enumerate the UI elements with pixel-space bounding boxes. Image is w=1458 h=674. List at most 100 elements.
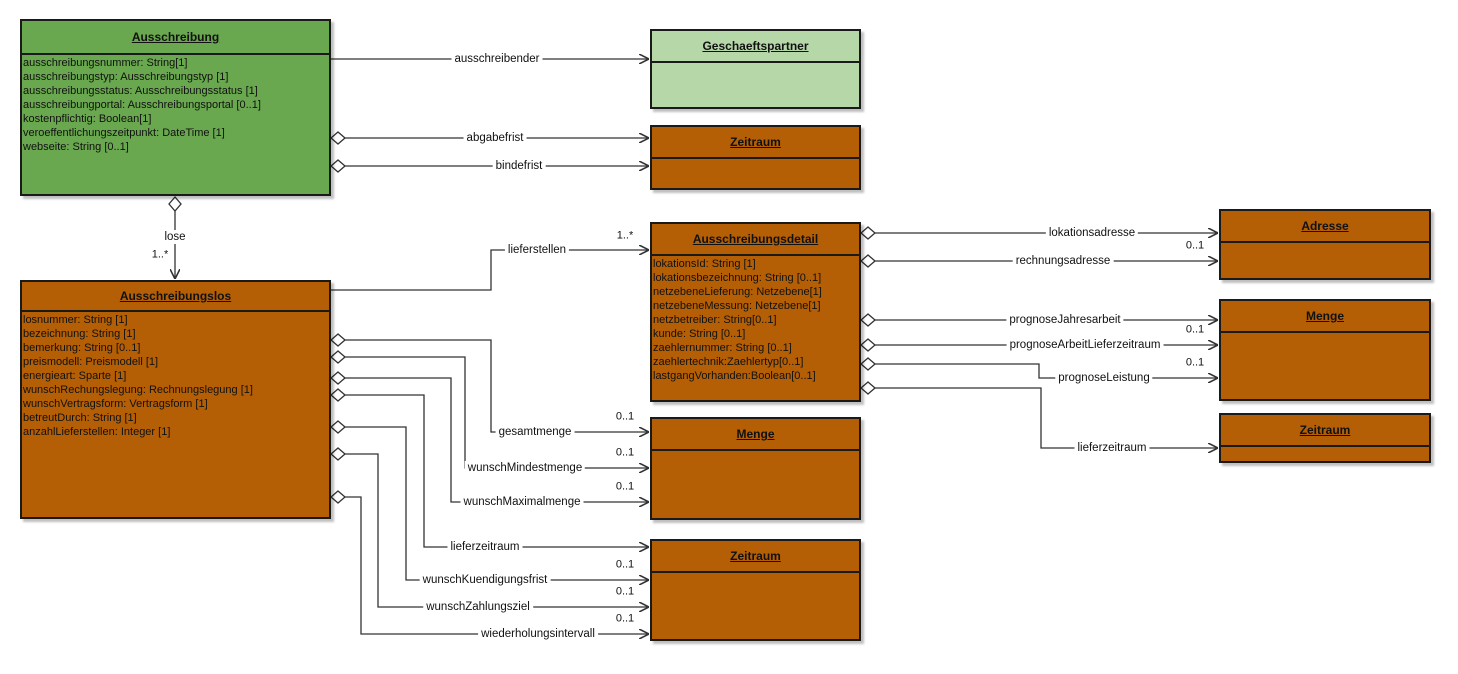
aggregation-diamond-icon (330, 350, 346, 364)
aggregation-diamond-icon (860, 226, 876, 240)
attribute: lokationsbezeichnung: String [0..1] (653, 272, 822, 284)
association-bindefrist (330, 159, 649, 173)
attribute: lokationsId: String [1] (653, 258, 756, 270)
aggregation-diamond-icon (168, 196, 182, 212)
multiplicity-gesamtmenge: 0..1 (615, 410, 635, 423)
multiplicity-wunschKuendigungsfrist: 0..1 (615, 558, 635, 571)
attribute: losnummer: String [1] (23, 314, 128, 326)
class-name: Ausschreibung (131, 30, 220, 44)
assoc-label-wunschZahlungsziel: wunschZahlungsziel (423, 600, 533, 614)
attribute: lastgangVorhanden:Boolean[0..1] (653, 370, 816, 382)
association-lieferzeitraum-detail (860, 381, 1218, 448)
class-geschaeftspartner[interactable]: Geschaeftspartner (650, 29, 861, 109)
assoc-label-wunschKuendigungsfrist: wunschKuendigungsfrist (419, 573, 551, 587)
class-divider (1221, 241, 1429, 243)
attribute: bezeichnung: String [1] (23, 328, 136, 340)
assoc-label-lieferstellen: lieferstellen (504, 243, 570, 257)
aggregation-diamond-icon (860, 338, 876, 352)
class-name: Ausschreibungslos (119, 289, 232, 303)
multiplicity-rechnungsadresse: 0..1 (1185, 239, 1205, 252)
attribute: bemerkung: String [0..1] (23, 342, 141, 354)
assoc-label-lose: lose (161, 230, 189, 244)
multiplicity-wunschZahlungsziel: 0..1 (615, 585, 635, 598)
attribute: netzbetreiber: String[0..1] (653, 314, 777, 326)
class-divider (652, 449, 859, 451)
attribute: ausschreibungstyp: Ausschreibungstyp [1] (23, 71, 229, 83)
attribute: ausschreibungportal: Ausschreibungsporta… (23, 99, 261, 111)
association-lokationsadresse (860, 226, 1218, 240)
multiplicity-wiederholungsintervall: 0..1 (615, 612, 635, 625)
class-name: Ausschreibungsdetail (692, 232, 819, 246)
assoc-label-bindefrist: bindefrist (492, 159, 546, 173)
aggregation-diamond-icon (330, 420, 346, 434)
attribute: netzebeneMessung: Netzebene[1] (653, 300, 821, 312)
assoc-label-ausschreibender: ausschreibender (451, 52, 543, 66)
multiplicity-prognoseArbeitLieferzeitraum: 0..1 (1185, 356, 1205, 369)
class-zeitraum-top[interactable]: Zeitraum (650, 125, 861, 190)
class-ausschreibungsdetail[interactable]: Ausschreibungsdetail lokationsId: String… (650, 222, 861, 402)
assoc-label-gesamtmenge: gesamtmenge (495, 425, 575, 439)
aggregation-diamond-icon (330, 447, 346, 461)
association-line (331, 394, 649, 547)
association-prognoseLeistung (860, 357, 1218, 378)
class-divider (22, 53, 329, 55)
assoc-label-prognoseJahresarbeit: prognoseJahresarbeit (1006, 313, 1124, 327)
multiplicity-wunschMindestmenge: 0..1 (615, 446, 635, 459)
class-divider (652, 157, 859, 159)
class-menge-right[interactable]: Menge (1219, 299, 1431, 401)
attribute: veroeffentlichungszeitpunkt: DateTime [1… (23, 127, 225, 139)
association-line (861, 363, 1218, 378)
association-lieferstellen (331, 250, 649, 291)
class-name: Zeitraum (1299, 423, 1351, 437)
attribute: ausschreibungsnummer: String[1] (23, 57, 188, 69)
class-divider (1221, 445, 1429, 447)
assoc-label-wunschMindestmenge: wunschMindestmenge (464, 461, 586, 475)
association-lieferzeitraum-los (330, 388, 649, 547)
association-wunschMaximalmenge (330, 371, 649, 502)
class-ausschreibung[interactable]: Ausschreibung ausschreibungsnummer: Stri… (20, 19, 331, 196)
attribute: wunschRechungslegung: Rechnungslegung [1… (23, 384, 253, 396)
assoc-label-lieferzeitraum-detail: lieferzeitraum (1074, 441, 1150, 455)
assoc-label-wunschMaximalmenge: wunschMaximalmenge (460, 495, 584, 509)
assoc-label-lieferzeitraum: lieferzeitraum (447, 540, 523, 554)
attribute-list: losnummer: String [1] bezeichnung: Strin… (23, 313, 328, 439)
aggregation-diamond-icon (330, 333, 346, 347)
assoc-label-lokationsadresse: lokationsadresse (1045, 226, 1139, 240)
attribute: betreutDurch: String [1] (23, 412, 137, 424)
assoc-label-abgabefrist: abgabefrist (463, 131, 527, 145)
attribute: preismodell: Preismodell [1] (23, 356, 159, 368)
multiplicity-lose: 1..* (151, 248, 169, 261)
class-divider (22, 310, 329, 312)
class-adresse[interactable]: Adresse (1219, 209, 1431, 280)
aggregation-diamond-icon (330, 131, 346, 145)
aggregation-diamond-icon (860, 381, 876, 395)
class-name: Zeitraum (730, 549, 781, 563)
multiplicity-wunschMaximalmenge: 0..1 (615, 480, 635, 493)
aggregation-diamond-icon (860, 313, 876, 327)
attribute: ausschreibungsstatus: Ausschreibungsstat… (23, 85, 258, 97)
association-line (861, 387, 1218, 448)
class-zeitraum-bottom[interactable]: Zeitraum (650, 539, 861, 641)
attribute: netzebeneLieferung: Netzebene[1] (653, 286, 822, 298)
class-divider (652, 61, 859, 63)
class-divider (652, 571, 859, 573)
class-name: Geschaeftspartner (702, 39, 809, 53)
class-name: Zeitraum (730, 135, 781, 149)
association-line (331, 356, 649, 468)
multiplicity-prognoseJahresarbeit: 0..1 (1185, 323, 1205, 336)
class-ausschreibungslos[interactable]: Ausschreibungslos losnummer: String [1] … (20, 280, 331, 519)
class-menge-mid[interactable]: Menge (650, 417, 861, 520)
aggregation-diamond-icon (330, 159, 346, 173)
association-line (331, 377, 649, 502)
assoc-label-prognoseArbeitLieferzeitraum: prognoseArbeitLieferzeitraum (1006, 338, 1164, 352)
aggregation-diamond-icon (330, 388, 346, 402)
aggregation-diamond-icon (330, 371, 346, 385)
attribute-list: ausschreibungsnummer: String[1] ausschre… (23, 56, 328, 154)
association-line (331, 339, 649, 432)
association-line (331, 250, 649, 291)
assoc-label-wiederholungsintervall: wiederholungsintervall (478, 627, 598, 641)
association-wunschMindestmenge (330, 350, 649, 468)
attribute: zaehlertechnik:Zaehlertyp[0..1] (653, 356, 804, 368)
class-zeitraum-right[interactable]: Zeitraum (1219, 413, 1431, 463)
